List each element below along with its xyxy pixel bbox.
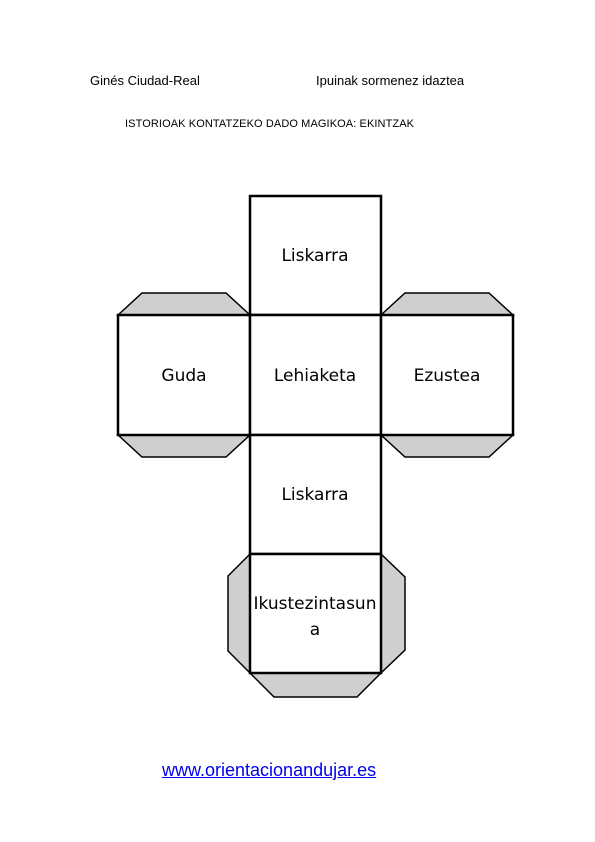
- author-name: Ginés Ciudad-Real: [90, 73, 200, 88]
- tab-left-bottom: [116, 434, 252, 458]
- face-lower: [248, 433, 383, 556]
- face-left: [116, 313, 252, 437]
- face-lower-label: Liskarra: [281, 485, 348, 505]
- face-center: [248, 313, 383, 437]
- tab-bottom-left: [227, 552, 251, 675]
- tab-right-top: [379, 292, 515, 316]
- face-top-label: Liskarra: [281, 246, 348, 266]
- face-bottom-label-line2: a: [310, 620, 320, 640]
- tab-left-top: [116, 292, 252, 316]
- face-top: [248, 194, 383, 317]
- tab-right-bottom: [379, 434, 515, 458]
- tab-bottom-base: [248, 672, 383, 698]
- face-bottom-label-line1: Ikustezintasun: [253, 594, 376, 614]
- face-right-label: Ezustea: [414, 366, 481, 386]
- face-right: [379, 313, 515, 437]
- website-link[interactable]: www.orientacionandujar.es: [162, 760, 377, 780]
- face-bottom: [248, 552, 383, 675]
- tab-bottom-right: [380, 552, 406, 675]
- document-subject: Ipuinak sormenez idaztea: [316, 73, 465, 88]
- face-center-label: Lehiaketa: [274, 366, 356, 386]
- face-left-label: Guda: [161, 366, 206, 386]
- page-title: ISTORIOAK KONTATZEKO DADO MAGIKOA: EKINT…: [125, 118, 415, 130]
